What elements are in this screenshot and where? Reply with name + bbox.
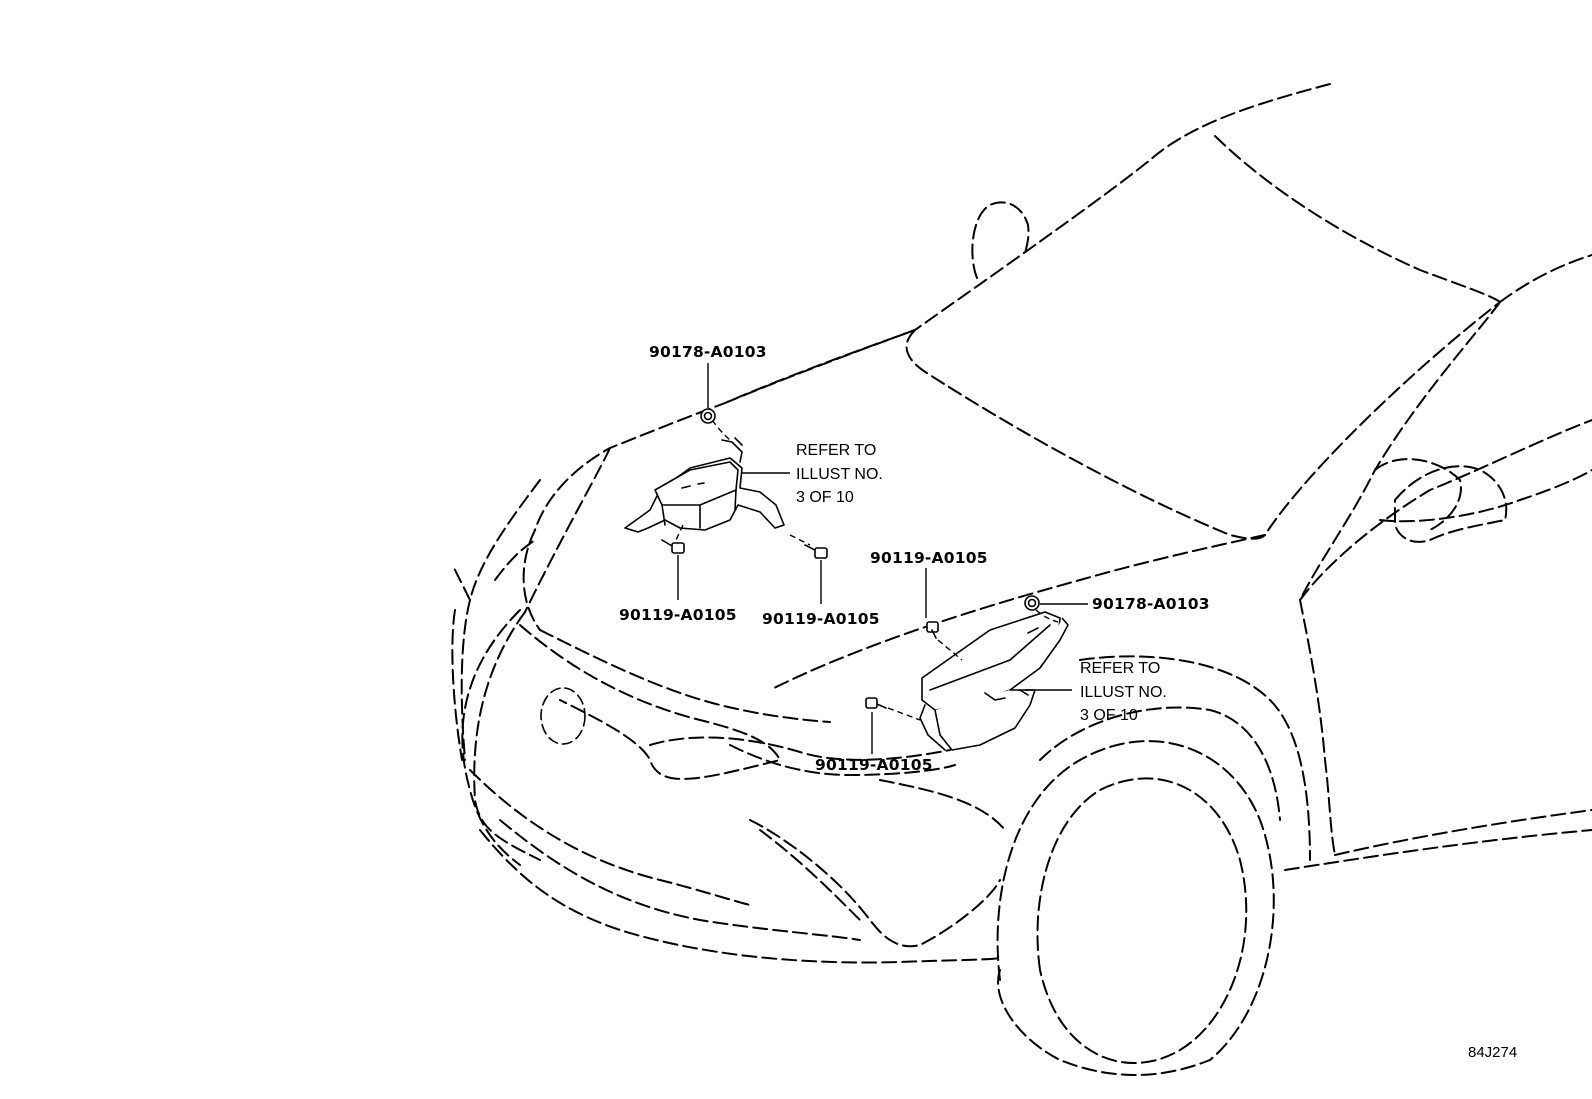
lower-refer-note-line-2: ILLUST NO.: [1080, 684, 1167, 701]
vehicle-outline: [451, 83, 1592, 1076]
upper-right-bolt-part-number[interactable]: 90119-A0105: [762, 610, 880, 628]
lower-top-bolt-part-number[interactable]: 90119-A0105: [870, 549, 988, 567]
lower-bottom-bolt-icon: [865, 697, 887, 709]
lower-bottom-bolt-part-number[interactable]: 90119-A0105: [815, 756, 933, 774]
upper-refer-note-line-1: REFER TO: [796, 442, 876, 459]
leader-lines: [677, 363, 1088, 754]
upper-left-bolt-icon: [661, 539, 685, 554]
lower-nut-part-number[interactable]: 90178-A0103: [1092, 595, 1210, 613]
upper-bracket-assembly: [624, 408, 828, 559]
upper-refer-note-line-2: ILLUST NO.: [796, 466, 883, 483]
upper-right-bolt-icon: [804, 544, 828, 559]
callout-labels: 90178-A0103 90119-A0105 90119-A0105 9011…: [619, 343, 1517, 1061]
lower-refer-note-line-1: REFER TO: [1080, 660, 1160, 677]
lower-top-bolt-icon: [926, 621, 939, 639]
lower-module-assembly: [865, 595, 1069, 751]
upper-nut-part-number[interactable]: 90178-A0103: [649, 343, 767, 361]
illustration-code: 84J274: [1468, 1044, 1517, 1061]
upper-left-bolt-part-number[interactable]: 90119-A0105: [619, 606, 737, 624]
upper-refer-note-line-3: 3 OF 10: [796, 489, 854, 506]
lower-refer-note-line-3: 3 OF 10: [1080, 707, 1138, 724]
